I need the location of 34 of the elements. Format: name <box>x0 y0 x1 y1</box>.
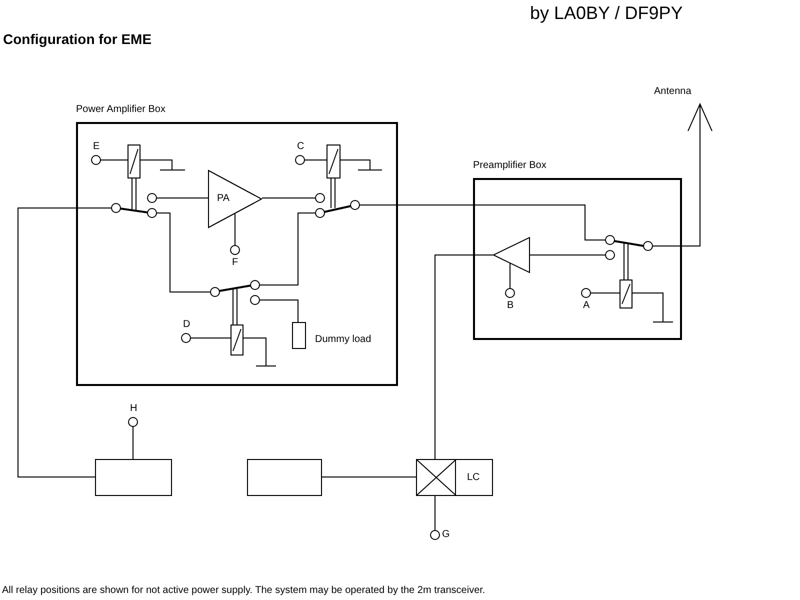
wire <box>259 300 298 322</box>
box-heading: Preamplifier Box <box>473 160 546 172</box>
terminal-letter: G <box>442 529 450 541</box>
device-box <box>95 459 172 496</box>
wire <box>322 476 416 478</box>
wire <box>652 132 700 246</box>
footnote: All relay positions are shown for not active power supply. The system may be operated by the 2m transceiver. <box>2 585 486 597</box>
unit-label: LC <box>467 472 480 484</box>
lc-unit-box <box>416 459 493 496</box>
diagram-title: Configuration for EME <box>3 30 152 48</box>
terminal-letter: A <box>583 300 590 312</box>
wire <box>590 292 620 294</box>
wire <box>530 254 606 256</box>
antenna-label: Antenna <box>654 86 692 98</box>
component-label: Dummy load <box>315 334 372 346</box>
device-box <box>247 459 322 496</box>
dummy-load-resistor <box>292 322 306 349</box>
wire <box>434 496 436 531</box>
amplifier-label: PA <box>217 193 230 205</box>
terminal-letter: F <box>232 257 238 269</box>
terminal-letter: H <box>130 403 138 415</box>
wire <box>234 214 236 246</box>
wire <box>359 204 606 240</box>
wire <box>132 426 134 460</box>
wire <box>156 212 211 292</box>
box-heading: Power Amplifier Box <box>76 104 166 116</box>
wire <box>18 208 112 478</box>
wire <box>259 212 316 286</box>
author-byline: by LA0BY / DF9PY <box>530 2 683 24</box>
terminal-letter: D <box>183 319 190 331</box>
wire <box>434 254 494 460</box>
terminal-letter: C <box>297 141 304 153</box>
terminal-letter: E <box>93 141 100 153</box>
terminal-letter: B <box>507 300 514 312</box>
